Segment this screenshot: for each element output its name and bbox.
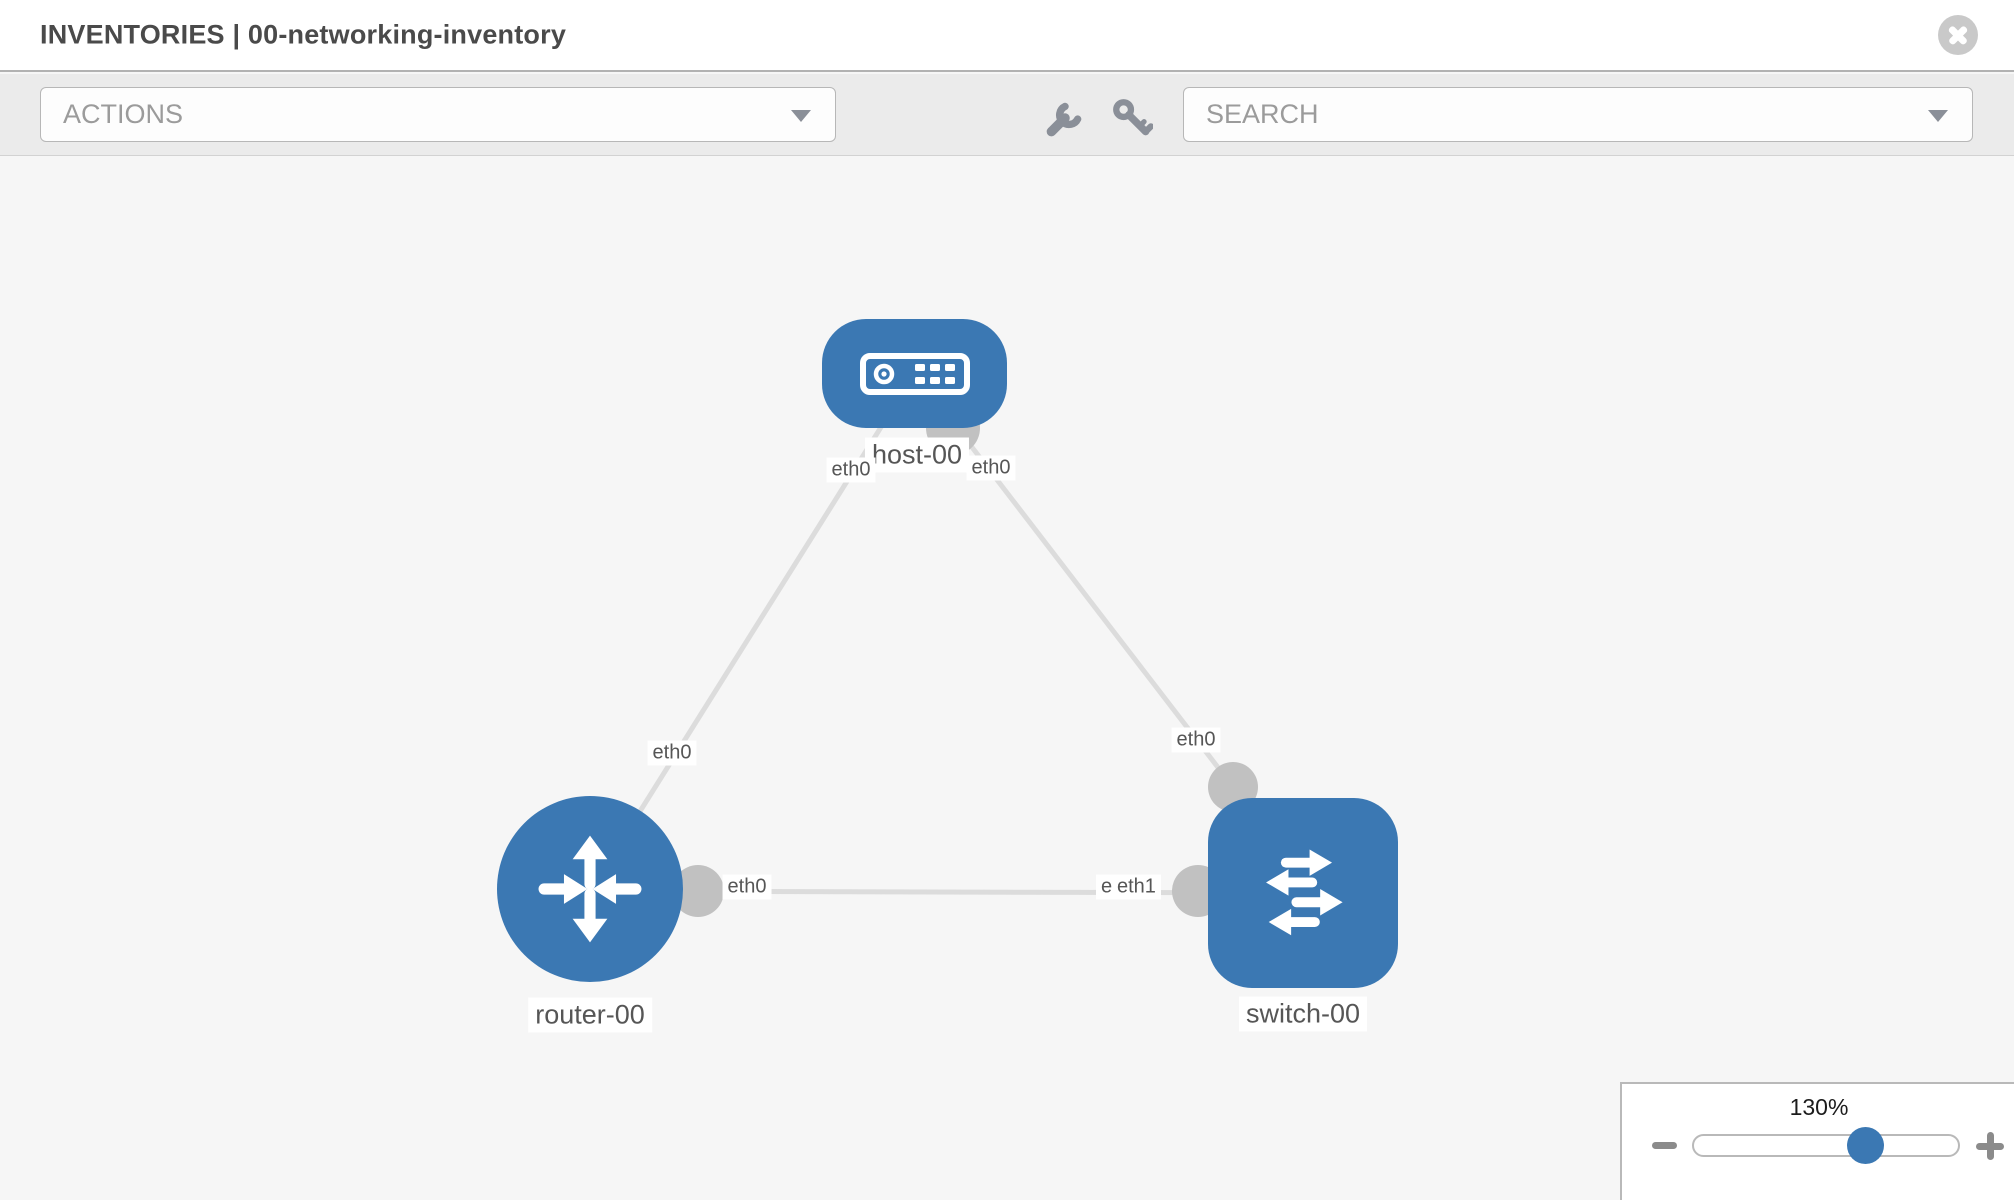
- interface-label-host-right: eth0: [966, 455, 1016, 481]
- router-icon: [538, 835, 642, 943]
- wrench-icon: [1046, 102, 1082, 137]
- minus-icon: [1652, 1142, 1677, 1149]
- toolbar: ACTIONS SEARCH: [0, 74, 2014, 156]
- node-switch-00[interactable]: [1208, 798, 1398, 988]
- close-button[interactable]: [1938, 15, 1978, 55]
- interface-label-switch-end-front: eth1: [1112, 874, 1161, 900]
- zoom-panel: 130%: [1620, 1082, 2014, 1200]
- interface-connector-router[interactable]: [672, 865, 724, 917]
- node-host-00[interactable]: [822, 319, 1007, 428]
- header: INVENTORIES | 00-networking-inventory: [0, 0, 2014, 72]
- zoom-slider-thumb[interactable]: [1847, 1127, 1884, 1164]
- interface-label-host-router-link: eth0: [647, 740, 697, 766]
- page-title: INVENTORIES | 00-networking-inventory: [40, 19, 567, 50]
- zoom-out-button[interactable]: [1650, 1134, 1680, 1156]
- switch-icon: [1266, 849, 1343, 936]
- configure-button[interactable]: [1042, 96, 1086, 140]
- topology-canvas[interactable]: host-00 router-00 switch-00 eth0 eth0 et…: [0, 157, 2014, 1200]
- node-router-00[interactable]: [497, 796, 683, 982]
- key-icon: [1113, 99, 1153, 136]
- credentials-button[interactable]: [1110, 96, 1154, 140]
- chevron-down-icon: [791, 109, 811, 122]
- host-icon: [859, 352, 970, 395]
- node-label-host: host-00: [864, 437, 970, 473]
- actions-dropdown-label: ACTIONS: [63, 99, 184, 129]
- node-label-switch: switch-00: [1238, 996, 1368, 1032]
- search-dropdown[interactable]: SEARCH: [1183, 87, 1973, 142]
- interface-label-host-switch-link: eth0: [1171, 727, 1221, 753]
- chevron-down-icon: [1928, 109, 1948, 122]
- node-label-router: router-00: [528, 997, 652, 1033]
- actions-dropdown[interactable]: ACTIONS: [40, 87, 836, 142]
- zoom-slider[interactable]: [1692, 1134, 1960, 1157]
- zoom-in-button[interactable]: [1976, 1132, 2004, 1160]
- zoom-level-label: 130%: [1789, 1094, 1849, 1120]
- interface-label-router-end: eth0: [722, 874, 772, 900]
- interface-label-host-left: eth0: [826, 457, 876, 483]
- search-dropdown-label: SEARCH: [1206, 99, 1319, 129]
